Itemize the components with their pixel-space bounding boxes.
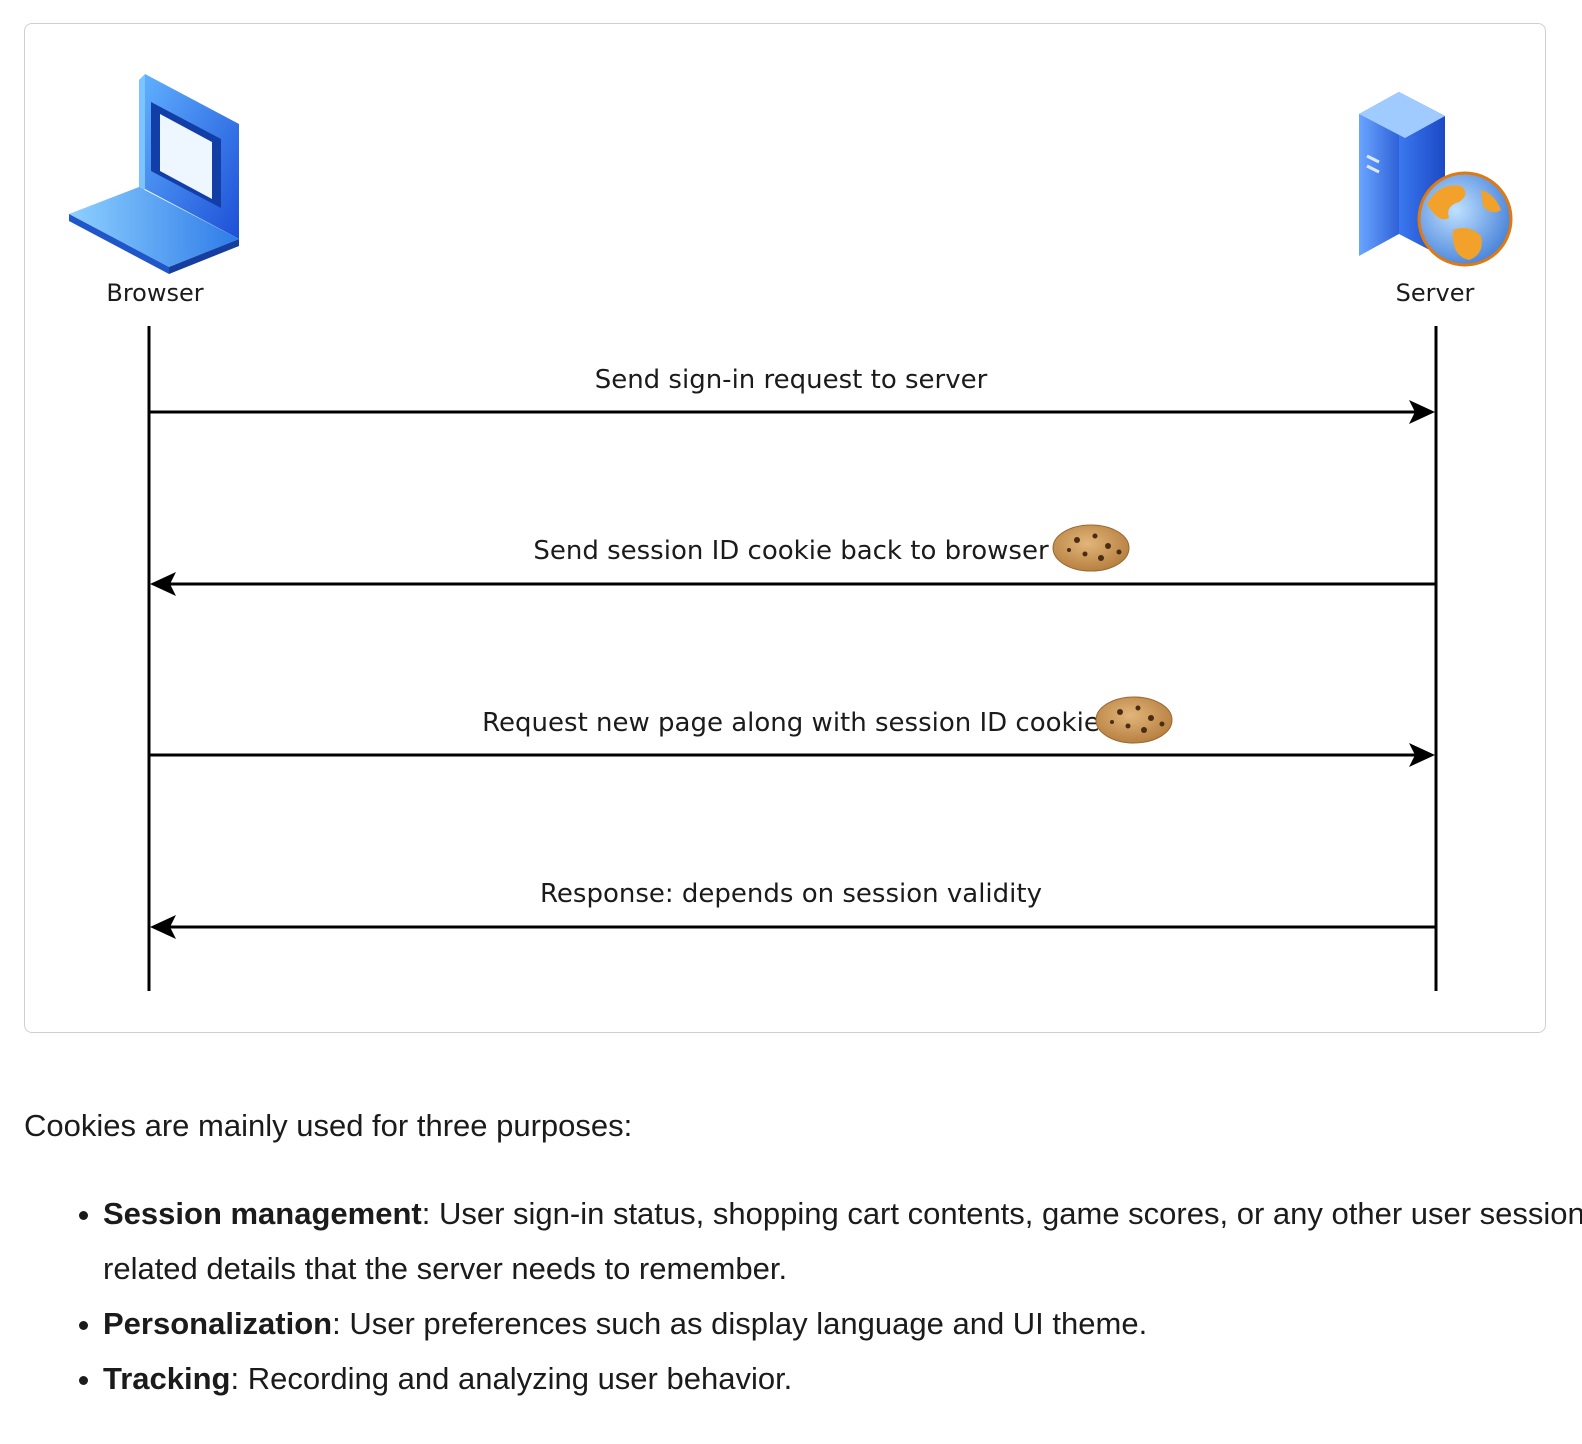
purpose-description: : User sign-in status, shopping cart con… <box>103 1196 1582 1286</box>
list-item-personalization: Personalization: User preferences such a… <box>79 1296 1582 1351</box>
arrowhead-right-icon <box>1409 743 1435 767</box>
cookie-icon <box>1095 696 1173 744</box>
sequence-diagram-figure: Browser Server Send sign-in request to s… <box>24 23 1546 1033</box>
message-label-3: Request new page along with session ID c… <box>482 708 1100 738</box>
purpose-term: Session management <box>103 1196 422 1231</box>
arrowhead-left-icon <box>150 915 176 939</box>
server-label: Server <box>1396 279 1475 307</box>
server-globe-icon <box>1359 92 1513 267</box>
arrowhead-left-icon <box>150 572 176 596</box>
cookie-icon <box>1052 524 1130 572</box>
sequence-diagram: Browser Server Send sign-in request to s… <box>69 74 1513 991</box>
purpose-term: Tracking <box>103 1361 231 1396</box>
browser-label: Browser <box>106 279 203 307</box>
intro-paragraph: Cookies are mainly used for three purpos… <box>24 1108 633 1143</box>
purposes-list: Session management: User sign-in status,… <box>24 1186 1582 1406</box>
purpose-description: : Recording and analyzing user behavior. <box>230 1361 793 1396</box>
purpose-description: : User preferences such as display langu… <box>332 1306 1148 1341</box>
laptop-icon <box>69 74 239 274</box>
message-label-2: Send session ID cookie back to browser <box>533 536 1049 566</box>
message-label-1: Send sign-in request to server <box>595 365 988 395</box>
list-item-session-management: Session management: User sign-in status,… <box>79 1186 1582 1296</box>
arrowhead-right-icon <box>1409 400 1435 424</box>
message-label-4: Response: depends on session validity <box>540 879 1042 909</box>
list-item-tracking: Tracking: Recording and analyzing user b… <box>79 1351 1582 1406</box>
purpose-term: Personalization <box>103 1306 333 1341</box>
